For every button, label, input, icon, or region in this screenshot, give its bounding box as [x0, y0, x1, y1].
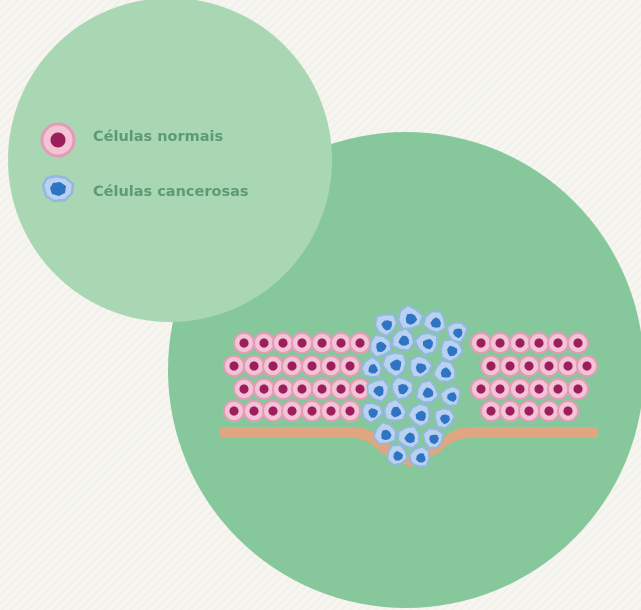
normal-cell — [548, 379, 568, 399]
normal-cell — [254, 379, 274, 399]
normal-cell — [519, 356, 539, 376]
normal-cell — [519, 401, 539, 421]
normal-cell — [321, 356, 341, 376]
normal-cell — [331, 379, 351, 399]
normal-cell — [558, 401, 578, 421]
normal-cell — [302, 401, 322, 421]
cancer-cell — [423, 428, 443, 448]
normal-cell — [321, 401, 341, 421]
normal-cell — [510, 333, 530, 353]
normal-cell — [282, 401, 302, 421]
normal-cell — [471, 379, 491, 399]
normal-cell — [273, 333, 293, 353]
normal-cell — [481, 401, 501, 421]
normal-cell — [312, 333, 332, 353]
legend-label-cancer-cells: Células cancerosas — [93, 183, 249, 201]
normal-cell — [558, 356, 578, 376]
normal-cell — [529, 379, 549, 399]
normal-cell — [244, 401, 264, 421]
normal-cell — [282, 356, 302, 376]
normal-cell — [292, 333, 312, 353]
normal-cell — [273, 379, 293, 399]
normal-cell — [234, 333, 254, 353]
normal-cell — [568, 333, 588, 353]
normal-cell — [331, 333, 351, 353]
normal-cell — [500, 401, 520, 421]
normal-cell — [577, 356, 597, 376]
normal-cell — [302, 356, 322, 376]
normal-cell — [510, 379, 530, 399]
normal-cell — [490, 379, 510, 399]
normal-cell — [481, 356, 501, 376]
normal-cell — [224, 356, 244, 376]
normal-cell — [312, 379, 332, 399]
normal-cell — [224, 401, 244, 421]
normal-cell — [539, 356, 559, 376]
legend-cancer-cell-icon — [43, 176, 73, 201]
normal-cell — [539, 401, 559, 421]
legend-label-normal-cells: Células normais — [93, 128, 223, 146]
normal-cell — [254, 333, 274, 353]
normal-cell — [490, 333, 510, 353]
normal-cell — [548, 333, 568, 353]
normal-cell — [568, 379, 588, 399]
normal-cell — [340, 401, 360, 421]
normal-cell — [340, 356, 360, 376]
normal-cell — [350, 333, 370, 353]
normal-cell — [529, 333, 549, 353]
normal-cell — [471, 333, 491, 353]
normal-cell — [263, 356, 283, 376]
normal-cell — [292, 379, 312, 399]
normal-cell — [234, 379, 254, 399]
normal-cell — [500, 356, 520, 376]
legend-circle — [8, 0, 332, 322]
normal-cell — [244, 356, 264, 376]
normal-cell — [263, 401, 283, 421]
legend-normal-cell-icon — [42, 124, 74, 156]
